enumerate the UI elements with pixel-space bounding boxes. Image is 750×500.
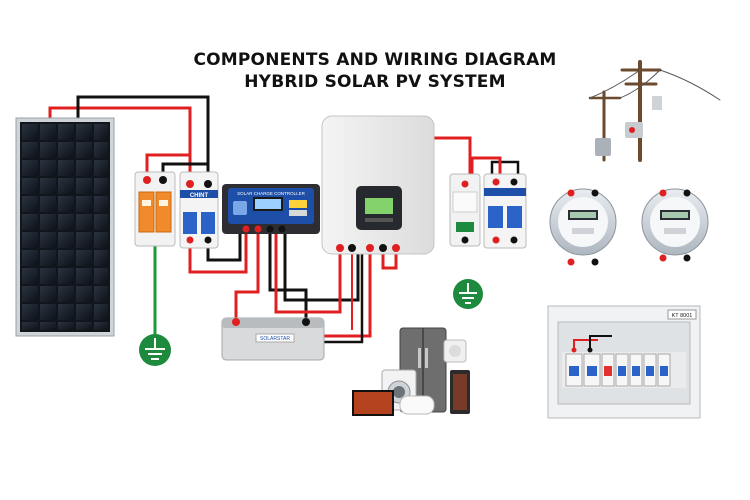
charge-controller-icon: SOLAR CHARGE CONTROLLER [222,184,320,234]
solar-panel-icon [15,117,115,337]
negative-wire [283,232,360,302]
positive-wire [188,232,248,274]
ground-icon [453,279,483,309]
negative-wire [76,95,210,182]
distribution-board-icon: KT 8001 [547,305,701,419]
ac-surge-protector-icon [449,173,481,247]
solar-cells [22,124,108,330]
breaker-brand: CHINT [190,193,209,199]
energy-meter-icon [549,188,617,266]
controller-label: SOLAR CHARGE CONTROLLER [237,191,306,196]
panel-badge: KT 8001 [672,313,693,319]
negative-wire [268,232,308,322]
battery-icon: SOLARSTAR [221,317,325,361]
battery-brand: SOLARSTAR [260,336,290,342]
positive-wire [381,248,398,270]
positive-wire [470,156,502,180]
positive-wire [274,232,342,314]
mcb-row [565,353,671,387]
ground-icon [139,334,171,366]
appliances-icon [352,327,470,416]
utility-pole-icon [588,60,721,162]
ac-breaker-icon [483,173,527,249]
inverter-icon [321,115,435,255]
energy-meter-icon [641,188,709,262]
positive-wire [234,232,260,322]
positive-wire [145,153,190,178]
diagram-title-line-1: COMPONENTS AND WIRING DIAGRAM [193,50,557,70]
diagram-title-line-2: HYBRID SOLAR PV SYSTEM [244,72,506,92]
negative-wire [490,160,520,180]
surge-protector-icon [134,171,176,247]
dc-breaker-icon: CHINT [179,171,219,249]
negative-wire [206,232,242,262]
